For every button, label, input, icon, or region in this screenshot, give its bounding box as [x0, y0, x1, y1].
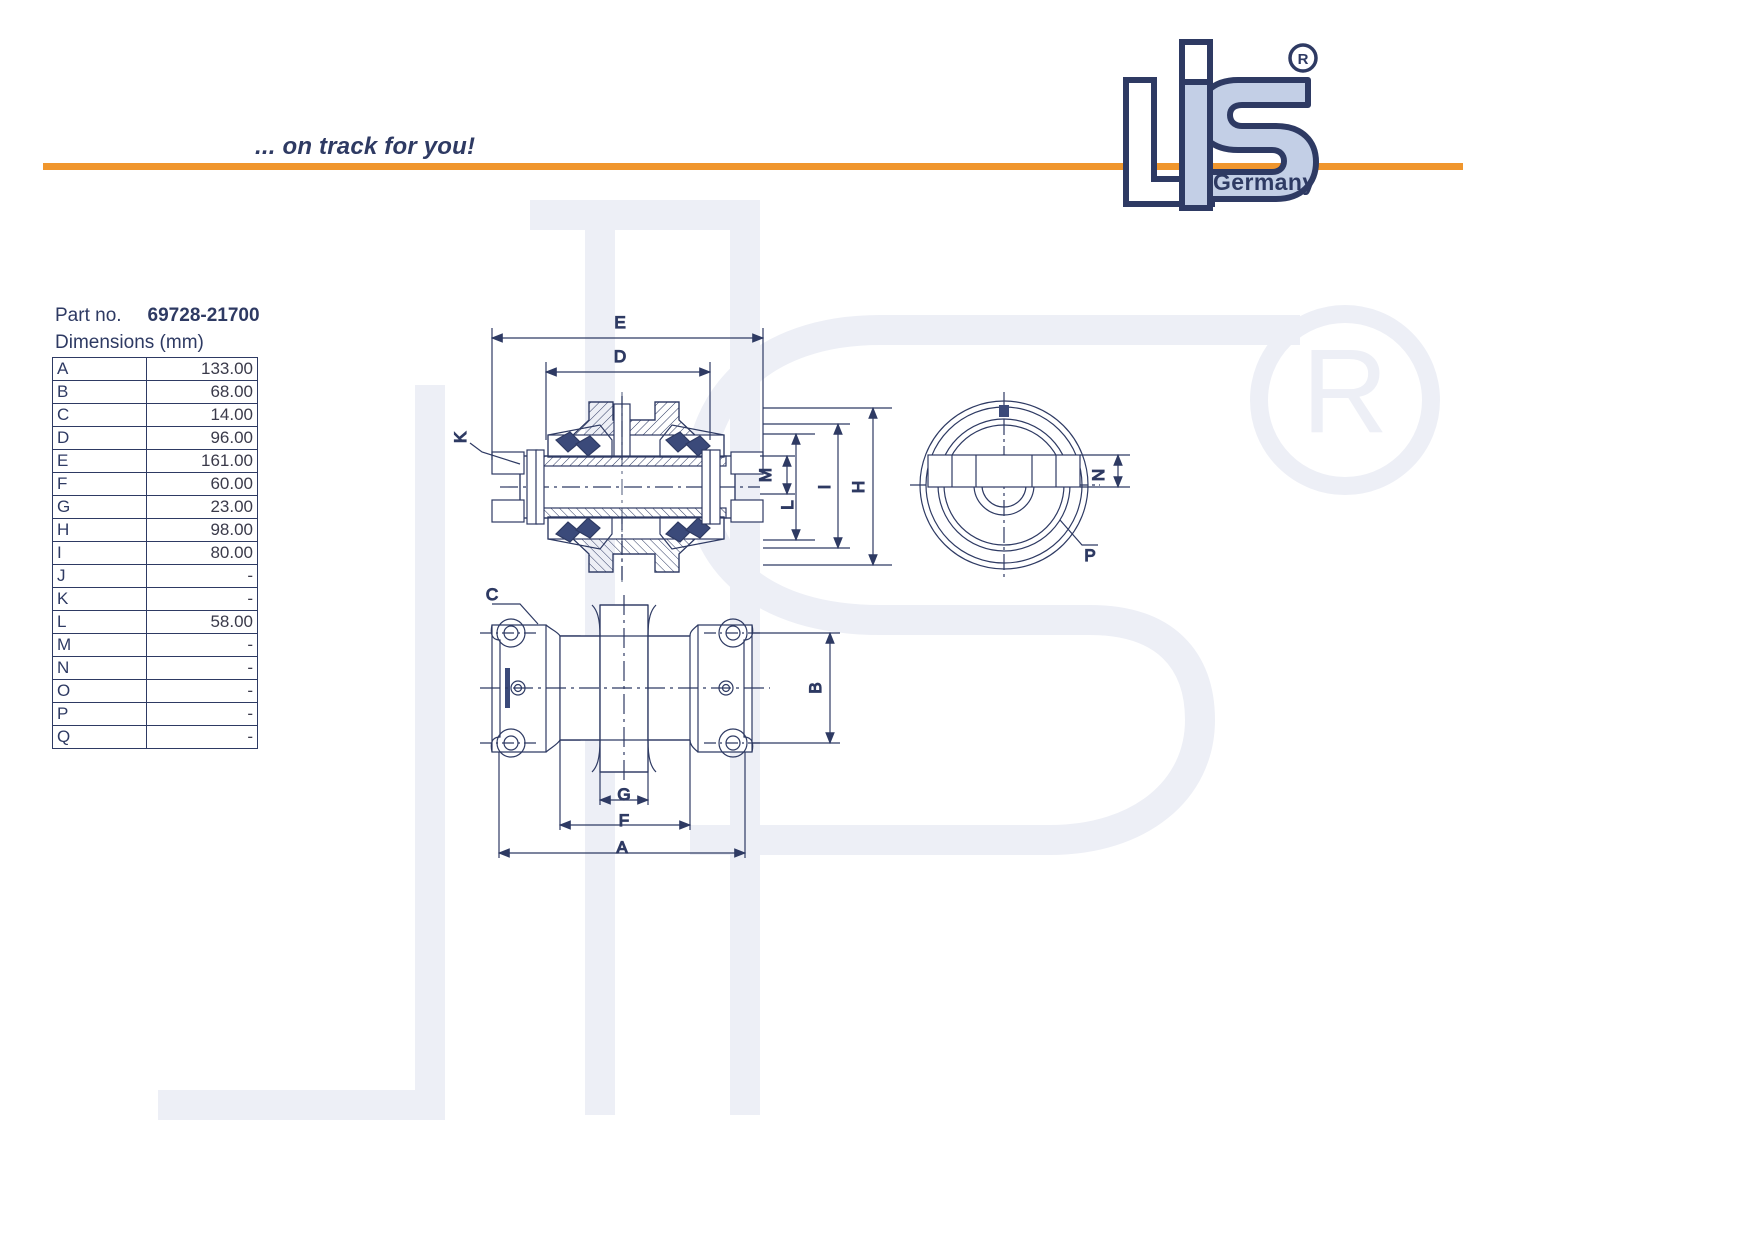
dimension-value: - — [146, 587, 258, 611]
logo-country-label: Germany — [1213, 169, 1316, 195]
dim-label-N: N — [1089, 469, 1108, 481]
company-tagline: ... on track for you! — [255, 133, 476, 160]
view-cross-section: K E D M L I H — [450, 312, 892, 585]
dimension-value: 133.00 — [146, 357, 258, 381]
dim-label-E: E — [614, 313, 625, 332]
table-row: N- — [51, 656, 258, 680]
part-number-row: Part no. 69728-21700 — [55, 305, 260, 327]
dim-label-D: D — [614, 347, 626, 366]
page-header: ... on track for you! R Germany — [0, 0, 1755, 211]
dimension-value: 14.00 — [146, 403, 258, 427]
table-row: Q- — [51, 725, 258, 749]
registered-circle-icon — [1288, 43, 1318, 73]
dim-label-K: K — [451, 431, 470, 443]
lis-logo: R — [1123, 39, 1319, 211]
dim-label-A: A — [616, 838, 628, 857]
dimension-key: B — [51, 380, 148, 404]
header-orange-rule — [43, 163, 1463, 170]
dim-label-L: L — [778, 500, 797, 509]
dimension-value: 58.00 — [146, 610, 258, 634]
dimensions-caption: Dimensions (mm) — [55, 332, 204, 353]
part-number-label: Part no. — [55, 305, 122, 326]
table-row: P- — [51, 702, 258, 726]
dimension-value: - — [146, 656, 258, 680]
dimension-value: 96.00 — [146, 426, 258, 450]
dim-label-I: I — [815, 485, 834, 490]
dim-label-C: C — [486, 585, 498, 604]
dimension-value: - — [146, 725, 258, 749]
table-row: O- — [51, 679, 258, 703]
dimension-key: I — [51, 541, 148, 565]
dim-label-P: P — [1084, 546, 1095, 565]
dim-label-G: G — [617, 785, 630, 804]
dimension-key: H — [51, 518, 148, 542]
table-row: J- — [51, 564, 258, 588]
dimension-key: P — [51, 702, 148, 726]
callout-leader-C — [492, 603, 539, 625]
view-end-circular: N P — [910, 392, 1130, 580]
dimension-key: A — [51, 357, 148, 381]
dimension-key: C — [51, 403, 148, 427]
part-number-value: 69728-21700 — [147, 305, 260, 326]
callout-leader-K — [469, 442, 521, 465]
table-row: M- — [51, 633, 258, 657]
view-plan: C B G F A — [480, 584, 840, 858]
logo-letter-i-dot — [1179, 39, 1213, 85]
dim-label-F: F — [619, 811, 629, 830]
dimension-value: 98.00 — [146, 518, 258, 542]
dim-label-H: H — [849, 481, 868, 493]
dim-label-B: B — [806, 682, 825, 693]
registered-r-glyph: R — [1298, 51, 1309, 68]
dimension-value: 161.00 — [146, 449, 258, 473]
dimension-key: Q — [51, 725, 148, 749]
dim-label-M: M — [756, 468, 775, 482]
